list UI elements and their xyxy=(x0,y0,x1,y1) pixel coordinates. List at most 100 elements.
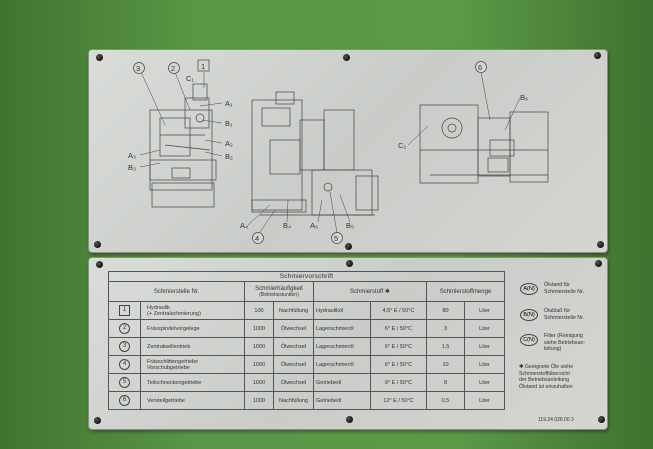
label-n3: 3 xyxy=(136,64,140,73)
row-hours: 100 xyxy=(254,307,264,314)
row-unit: Liter xyxy=(479,379,490,386)
row-viscosity: 6° E / 50°C xyxy=(384,343,413,350)
row-action: Nachfüllung xyxy=(278,307,309,314)
row-description-cell: Frässpindelvorgelege xyxy=(140,319,245,339)
row-description-cell: Teilschneckengetriebe xyxy=(140,373,245,393)
row-description: Versteilgetriebe xyxy=(147,397,185,404)
label-b6: B₆ xyxy=(520,93,528,102)
header-menge: Schmierstoffmenge xyxy=(426,281,505,303)
header-stelle: Schmierstelle Nr. xyxy=(108,281,245,303)
row-number: 3 xyxy=(119,341,130,353)
row-medium: Getriebeöl xyxy=(316,397,342,404)
legend-c-text: Filter (Reinigung siehe Betriebsan- leit… xyxy=(544,333,586,353)
legend-badge-b: B(N) xyxy=(520,309,538,321)
row-viscosity: 6° E / 50°C xyxy=(384,361,413,368)
row-description: Teilschneckengetriebe xyxy=(147,379,202,386)
row-unit: Liter xyxy=(479,397,490,404)
screw xyxy=(345,243,352,250)
row-viscosity-cell: 9° E / 50°C xyxy=(370,373,427,393)
row-amount: 80 xyxy=(442,307,449,314)
screw xyxy=(597,241,604,248)
row-unit-cell: Liter xyxy=(464,301,505,321)
row-amount-cell: 80 xyxy=(426,301,465,321)
row-amount: 8 xyxy=(443,379,448,386)
lubrication-table: Schmiervorschrift Schmierstelle Nr. Schm… xyxy=(108,270,505,411)
row-amount: 0,5 xyxy=(441,397,450,404)
label-a4: A₄ xyxy=(240,221,248,230)
legend-badge-c: C(N) xyxy=(520,334,538,346)
legend-badge-a: A(N) xyxy=(520,283,538,295)
row-action-cell: Ölwechsel xyxy=(273,319,314,339)
screw xyxy=(346,260,353,267)
row-viscosity: 12° E / 50°C xyxy=(383,397,414,404)
label-n1: 1 xyxy=(201,62,205,71)
row-viscosity-cell: 4,5° E / 50°C xyxy=(370,301,427,321)
row-viscosity: 9° E / 50°C xyxy=(384,379,413,386)
row-action: Nachfüllung xyxy=(278,397,309,404)
header-stoff: Schmierstoff ✱ xyxy=(313,281,427,303)
row-description-cell: Versteilgetriebe xyxy=(140,391,245,411)
label-a5: A₅ xyxy=(310,221,318,230)
row-viscosity-cell: 6° E / 50°C xyxy=(370,337,427,357)
screw xyxy=(346,416,353,423)
row-viscosity: 4,5° E / 50°C xyxy=(382,307,415,314)
screw xyxy=(96,261,103,268)
row-unit-cell: Liter xyxy=(464,319,505,339)
row-amount-cell: 8 xyxy=(426,373,465,393)
row-action-cell: Ölwechsel xyxy=(273,355,314,375)
header-haeufigkeit-sub: (Betriebsstunden) xyxy=(259,291,299,298)
row-number: 5 xyxy=(119,377,130,389)
row-number: 6 xyxy=(119,395,130,407)
screw xyxy=(94,417,101,424)
label-b2: B₂ xyxy=(225,152,233,161)
row-viscosity-cell: 6° E / 50°C xyxy=(370,355,427,375)
legend-a-text: Ölstand für Schmierstelle Nr. xyxy=(544,282,585,295)
row-unit: Liter xyxy=(479,361,490,368)
row-description: Frässchlittengetriebe Vorschubgetriebe xyxy=(147,358,199,371)
row-unit: Liter xyxy=(479,343,490,350)
row-amount-cell: 3 xyxy=(426,319,465,339)
row-viscosity: 6° E / 50°C xyxy=(384,325,413,332)
row-number-cell: 6 xyxy=(108,391,141,411)
label-b3: B₃ xyxy=(128,163,136,172)
screw xyxy=(595,260,602,267)
row-number: 4 xyxy=(119,359,130,371)
row-viscosity-cell: 6° E / 50°C xyxy=(370,319,427,339)
table-row: 6 Versteilgetriebe 1000 Nachfüllung Getriebe… xyxy=(108,391,505,411)
screw xyxy=(598,416,605,423)
header-haeufigkeit: Schmierhäufigkeit (Betriebsstunden) xyxy=(244,281,314,303)
row-medium-cell: Hydrauliköl xyxy=(313,301,371,321)
table-title: Schmiervorschrift xyxy=(108,270,505,283)
screw xyxy=(94,241,101,248)
row-medium-cell: Getriebeöl xyxy=(313,391,371,411)
row-number-cell: 1 xyxy=(108,301,141,321)
label-n5: 5 xyxy=(334,234,338,243)
row-medium-cell: Getriebeöl xyxy=(313,373,371,393)
row-number: 2 xyxy=(119,323,130,335)
row-description-cell: Zentralwellentrieb xyxy=(140,337,245,357)
row-unit-cell: Liter xyxy=(464,337,505,357)
diagram-plate xyxy=(88,49,608,253)
label-a3: A₃ xyxy=(128,151,136,160)
row-medium: Lagerschmieröl xyxy=(316,361,354,368)
row-amount: 3 xyxy=(443,325,448,332)
header-haeufigkeit-title: Schmierhäufigkeit xyxy=(255,285,303,292)
row-hours-cell: 100 xyxy=(244,301,274,321)
row-amount-cell: 10 xyxy=(426,355,465,375)
row-hours-cell: 1000 xyxy=(244,319,274,339)
row-number-cell: 3 xyxy=(108,337,141,357)
row-hours: 1000 xyxy=(252,397,266,404)
row-description: Zentralwellentrieb xyxy=(147,343,191,350)
row-action-cell: Ölwechsel xyxy=(273,337,314,357)
row-action: Ölwechsel xyxy=(280,379,307,386)
legend-b-text: Ölablaß für Schmierstelle Nr. xyxy=(544,308,585,321)
legend-note: ✱ Geeignete Öle siehe Schmierstoffübersi… xyxy=(519,364,574,390)
row-amount: 1,5 xyxy=(441,343,450,350)
label-a2: A₂ xyxy=(225,139,233,148)
row-medium: Getriebeöl xyxy=(316,379,342,386)
row-medium: Hydrauliköl xyxy=(316,307,344,314)
row-number-cell: 4 xyxy=(108,355,141,375)
row-unit: Liter xyxy=(479,325,490,332)
